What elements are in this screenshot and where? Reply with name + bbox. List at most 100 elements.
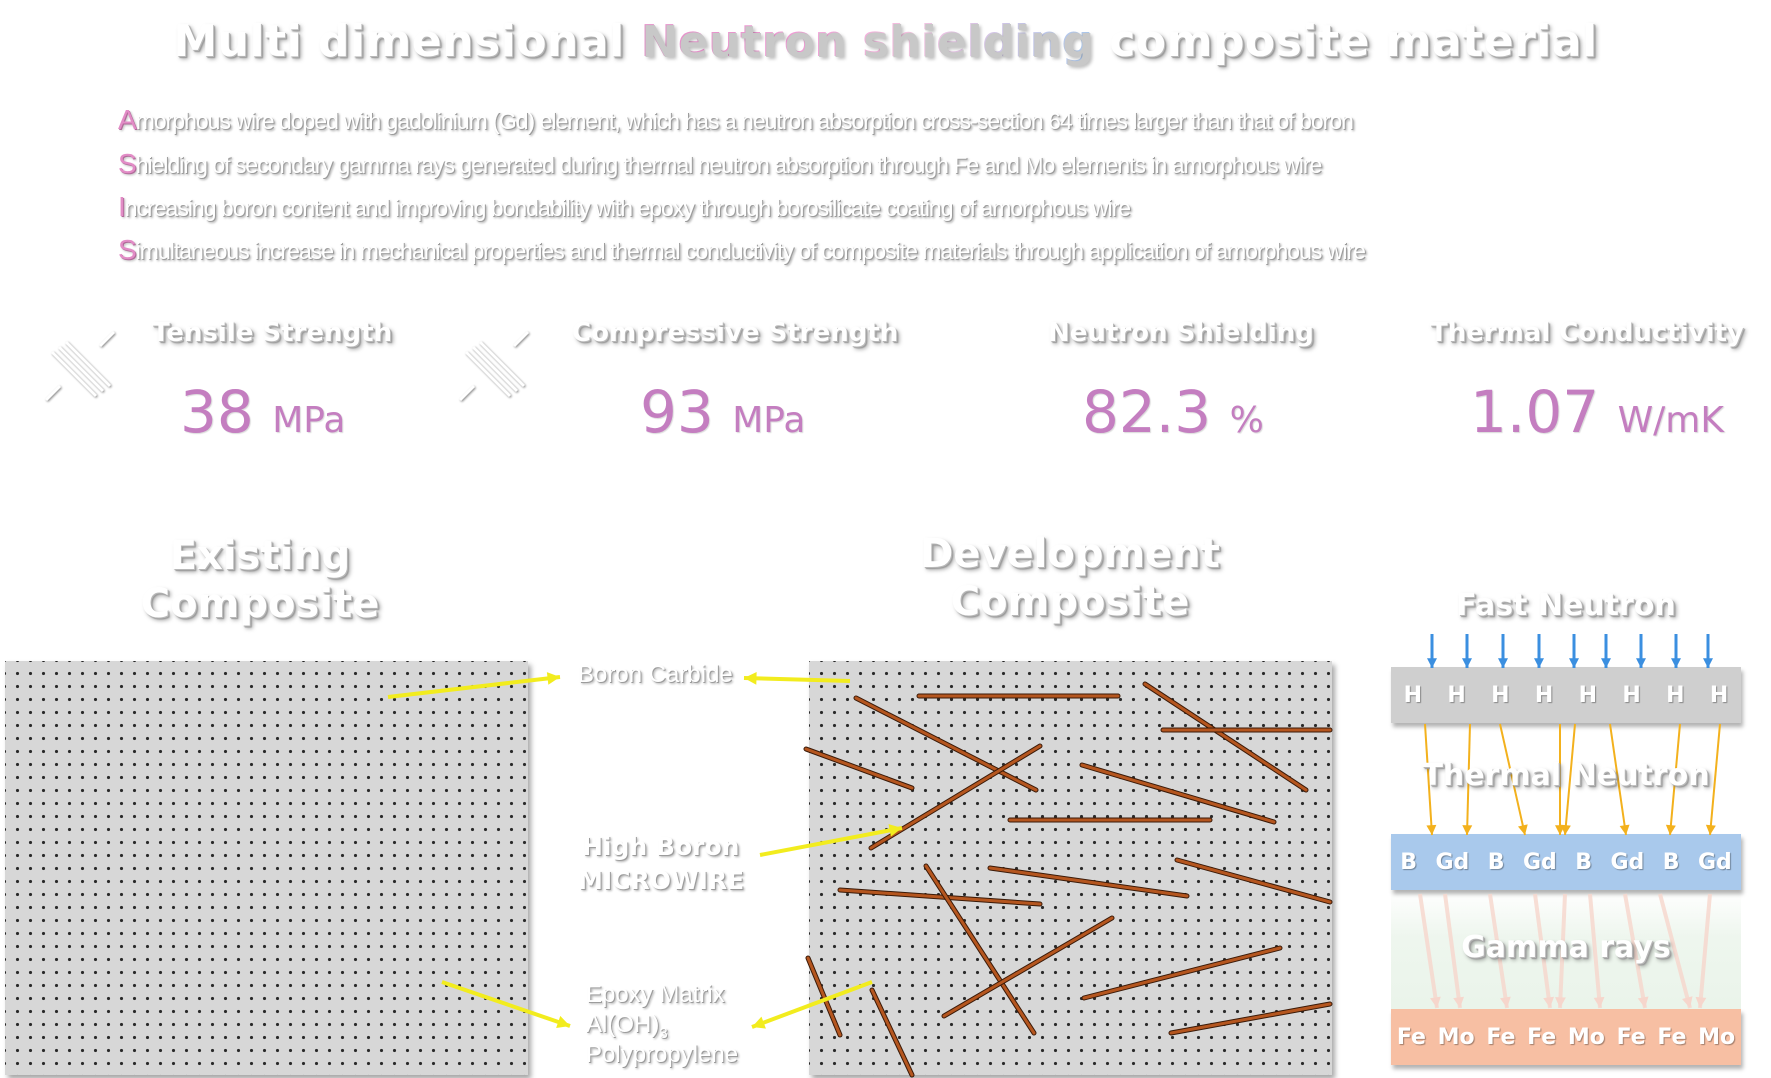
gamma-ray-arrow-1-head [1430,996,1441,1008]
microwire-12 [924,864,1036,1035]
title-part2: composite material [1093,16,1598,67]
gamma-ray-arrow-1 [1418,893,1439,1009]
microwire-17 [870,988,914,1077]
pointer-group [387,671,903,1029]
thermal-neutron-arrow-7 [1669,723,1681,836]
thermal-neutron-arrow-2 [1466,723,1471,836]
fast-neutron-arrow-1-head [1427,658,1437,668]
thermal-neutron-arrows [1424,723,1721,836]
pointer-epoxy-right-head [752,1016,766,1029]
stat-value-neutron-shielding: 82.3 % [1082,378,1264,446]
microwire-3 [804,747,914,790]
thermal-neutron-arrow-2-head [1462,825,1473,835]
thermal-neutron-arrow-6-head [1619,824,1630,835]
gamma-ray-arrow-5-head [1555,997,1566,1008]
gamma-ray-arrow-2 [1443,893,1462,1009]
thermal-neutron-arrow-5-head [1560,824,1571,835]
thermal-neutron-arrow-6 [1609,723,1627,836]
microwire-16 [806,956,842,1037]
gamma-ray-arrow-3 [1488,893,1509,1009]
fast-neutron-arrow-4-head [1534,658,1544,668]
gamma-ray-arrow-5 [1558,893,1567,1009]
stat-label-tensile: Tensile Strength [152,318,393,348]
thermal-neutron-arrow-3 [1499,723,1526,836]
pointer-boron-carbide-left-head [546,672,560,685]
gamma-ray-arrow-9-head [1695,996,1707,1008]
gamma-ray-arrows [1418,893,1712,1009]
microwire-11 [1175,858,1332,904]
pointer-epoxy-right [751,980,873,1029]
fast-neutron-arrow-3-head [1498,658,1508,668]
microwire-label-line2: MICROWIRE [578,866,745,895]
pointer-epoxy-left [441,980,571,1028]
epoxy-label-line3: Polypropylene [586,1041,739,1068]
existing-composite-panel [5,661,528,1075]
microwire-9 [838,888,1042,906]
gamma-rays-label: Gamma rays [1461,930,1671,965]
fast-neutron-arrow-9-head [1703,658,1713,668]
pointer-boron-carbide-right-head [744,671,757,685]
fast-neutron-arrow-7-head [1636,658,1646,668]
feature-line-2: Shielding of secondary gamma rays genera… [118,148,1322,179]
gamma-ray-arrow-9 [1698,893,1712,1009]
pointer-boron-carbide-left [387,675,561,699]
microwire-2 [854,696,1038,792]
thermal-neutron-arrow-7-head [1665,824,1676,835]
microwire-15 [1169,1002,1332,1035]
gamma-ray-arrow-7-head [1637,996,1649,1008]
microwire-13 [942,916,1114,1018]
feature-line-3: Increasing boron content and improving b… [118,191,1131,222]
epoxy-label-line1: Epoxy Matrix [586,981,725,1008]
pointer-boron-carbide-right [743,676,851,683]
gamma-ray-arrow-6-head [1593,996,1605,1008]
thermal-neutron-arrow-8 [1709,723,1721,836]
pointer-epoxy-left-head [556,1015,570,1028]
stat-value-thermal-conductivity: 1.07 W/mK [1470,378,1724,446]
stat-label-compressive: Compressive Strength [572,318,899,348]
compressive-strength-icon [458,330,530,402]
feature-line-1: Amorphous wire doped with gadolinium (Gd… [118,104,1354,135]
gamma-ray-arrow-4 [1533,893,1552,1009]
tensile-strength-icon [44,330,116,402]
microwire-14 [1082,946,1282,1000]
gamma-ray-arrow-2-head [1453,996,1465,1008]
gamma-ray-arrow-3-head [1500,996,1511,1008]
epoxy-label-line2: Al(OH)3 [586,1011,668,1042]
thermal-neutron-arrow-1-head [1426,824,1437,835]
fast-neutron-label: Fast Neutron [1456,588,1676,623]
thermal-neutron-arrow-5 [1564,723,1576,836]
gamma-ray-arrow-8 [1658,893,1692,1009]
microwire-7 [1080,763,1276,824]
thermal-neutron-arrow-8-head [1705,824,1716,835]
microwire-10 [988,866,1189,898]
pointer-microwire [759,826,903,857]
fast-neutron-arrow-5-head [1569,658,1579,668]
gamma-ray-arrow-8-head [1682,996,1693,1008]
page-title: Multi dimensional Neutron shielding comp… [0,16,1771,67]
stat-label-neutron-shielding: Neutron Shielding [1048,318,1314,348]
fast-neutron-arrow-2-head [1462,658,1472,668]
stat-label-thermal-conductivity: Thermal Conductivity [1430,318,1744,348]
microwire-4 [869,744,1042,850]
title-part1: Multi dimensional [173,16,641,67]
title-highlight: Neutron shielding [640,16,1094,67]
microwire-group [803,681,1333,1078]
thermal-neutron-label: Thermal Neutron [1422,758,1710,793]
gamma-ray-arrow-4-head [1543,996,1555,1008]
feature-line-4: Simultaneous increase in mechanical prop… [118,234,1366,265]
stat-value-tensile: 38 MPa [180,378,346,446]
gamma-ray-arrow-7 [1623,893,1647,1009]
microwire-5 [1143,682,1308,792]
thermal-neutron-arrow-1 [1424,723,1433,836]
pointer-microwire-head [888,824,902,837]
gamma-ray-arrow-6 [1588,893,1602,1009]
boron-carbide-label: Boron Carbide [578,661,733,688]
microwire-label-line1: High Boron [582,832,740,861]
thermal-neutron-arrow-3-head [1517,824,1528,835]
